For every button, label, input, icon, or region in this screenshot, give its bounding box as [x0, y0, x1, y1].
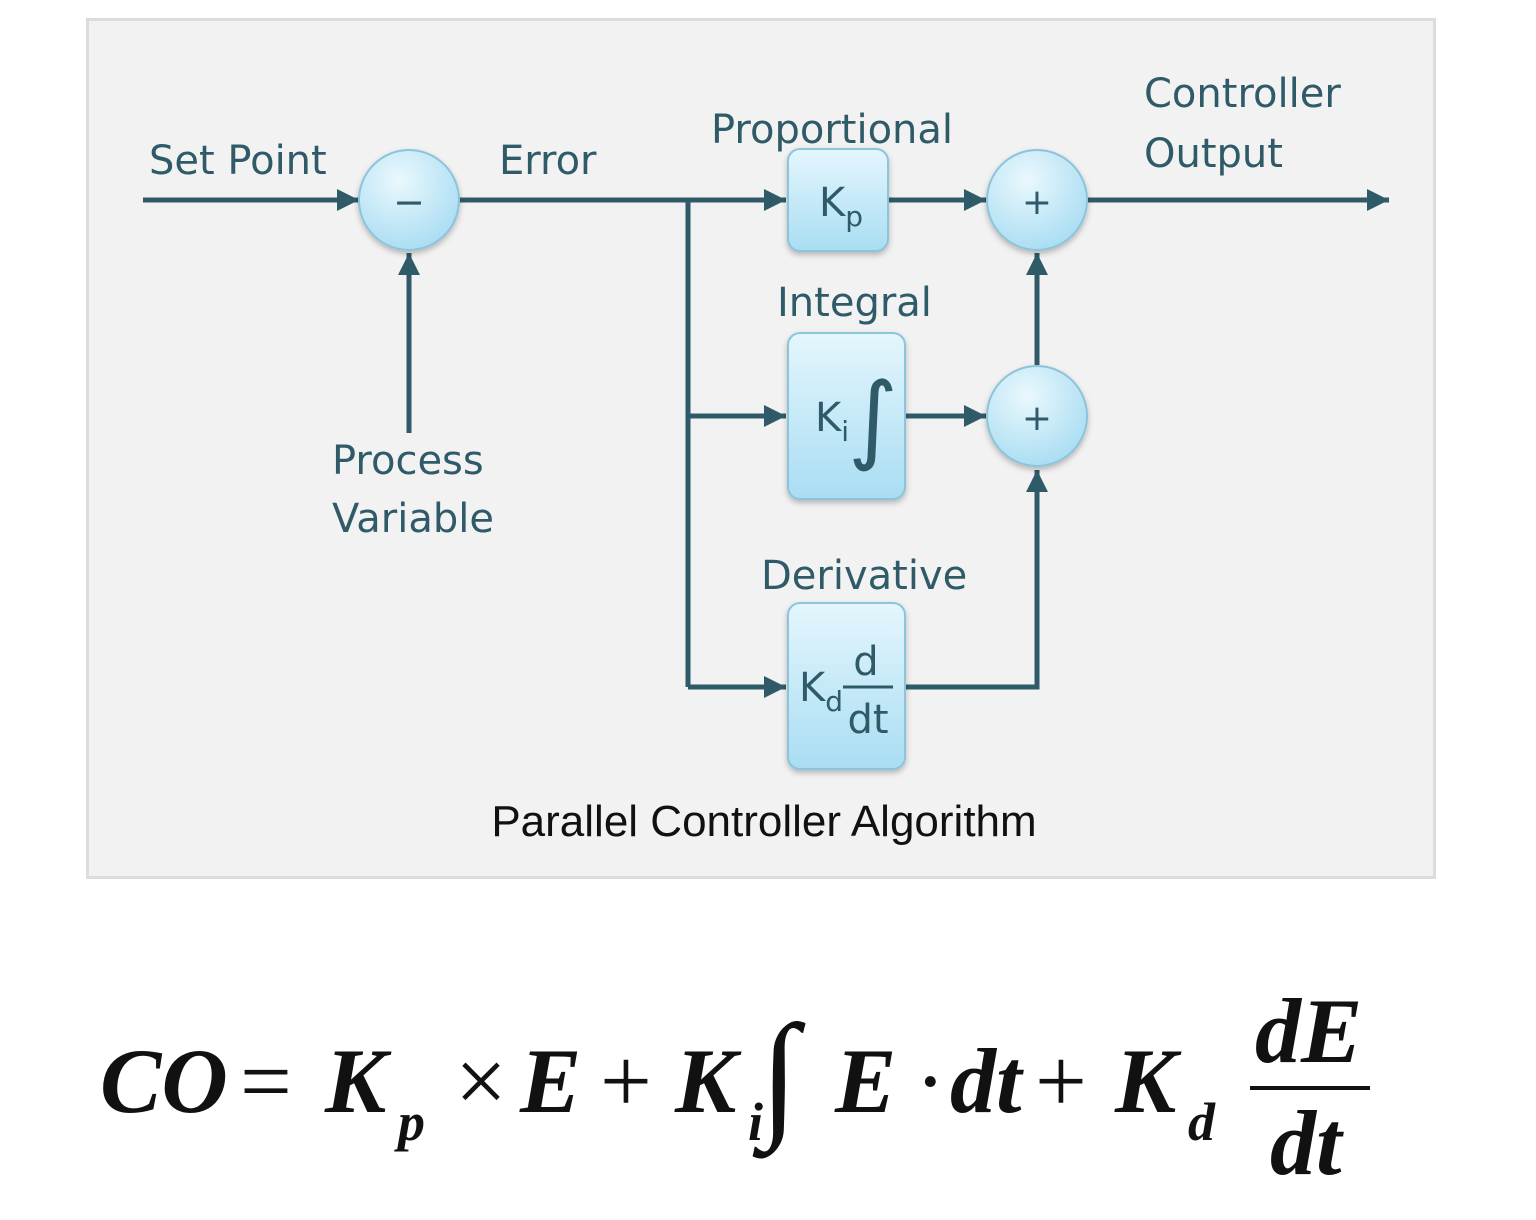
integral-sub: i: [841, 415, 849, 448]
controller-output-label-line1: Controller: [1144, 71, 1341, 117]
proportional-sub: p: [845, 200, 863, 233]
formula-fraction-line: [1250, 1086, 1370, 1090]
diagram-panel: − + + Kp Ki ∫ Kd: [86, 18, 1436, 879]
sum-top-sign: +: [1022, 182, 1052, 223]
sum-junction-bottom: +: [986, 365, 1088, 467]
formula-numerator: dE: [1255, 980, 1363, 1082]
formula-co: CO: [100, 1030, 228, 1132]
proportional-k: K: [819, 180, 847, 226]
proportional-label: Proportional: [711, 107, 953, 153]
derivative-gain: Kd: [799, 665, 843, 718]
formula-e2: E: [835, 1030, 897, 1132]
block-diagram: − + + Kp Ki ∫ Kd: [143, 71, 1389, 846]
proportional-block: Kp: [787, 148, 889, 252]
sum-bottom-sign: +: [1022, 398, 1052, 439]
formula-dt: dt: [950, 1030, 1022, 1132]
pid-formula: CO = K p × E + K i ∫ E · dt + K d dE dt: [100, 985, 1400, 1195]
process-variable-label-line2: Variable: [332, 496, 494, 542]
derivative-to-sum-wire: [905, 470, 1048, 690]
formula-sub-i: i: [748, 1092, 764, 1152]
formula-plus1: +: [600, 1030, 652, 1132]
error-label: Error: [499, 138, 597, 184]
proportional-gain: Kp: [819, 180, 863, 233]
subtract-sign: −: [393, 180, 425, 224]
formula-integral: ∫: [760, 997, 799, 1152]
derivative-denominator: dt: [847, 697, 888, 743]
formula-k-p: K: [325, 1030, 387, 1132]
derivative-label: Derivative: [761, 553, 967, 599]
sum-junction-top: +: [986, 149, 1088, 251]
formula-e1: E: [520, 1030, 582, 1132]
integral-symbol: ∫: [848, 362, 898, 474]
integral-block: Ki ∫: [787, 332, 906, 500]
subtract-junction: −: [358, 149, 460, 251]
controller-output-label-line2: Output: [1144, 131, 1283, 177]
formula-k-i: K: [675, 1030, 737, 1132]
derivative-k: K: [799, 665, 827, 711]
diagram-caption: Parallel Controller Algorithm: [491, 797, 1036, 846]
process-variable-label-line1: Process: [332, 438, 484, 484]
derivative-numerator: d: [853, 639, 878, 685]
formula-dot: ·: [915, 1030, 946, 1132]
formula-k-d: K: [1115, 1030, 1177, 1132]
integral-label: Integral: [777, 280, 932, 326]
formula-equals: =: [240, 1030, 292, 1132]
formula-plus2: +: [1035, 1030, 1087, 1132]
formula-sub-d: d: [1188, 1092, 1215, 1152]
set-point-label: Set Point: [149, 138, 327, 184]
derivative-block: Kd d dt: [787, 602, 906, 770]
formula-times: ×: [455, 1030, 507, 1132]
derivative-sub: d: [825, 685, 843, 718]
integral-k: K: [815, 395, 843, 441]
formula-denominator: dt: [1270, 1092, 1342, 1194]
formula-sub-p: p: [398, 1092, 425, 1152]
integral-gain: Ki: [815, 395, 849, 448]
